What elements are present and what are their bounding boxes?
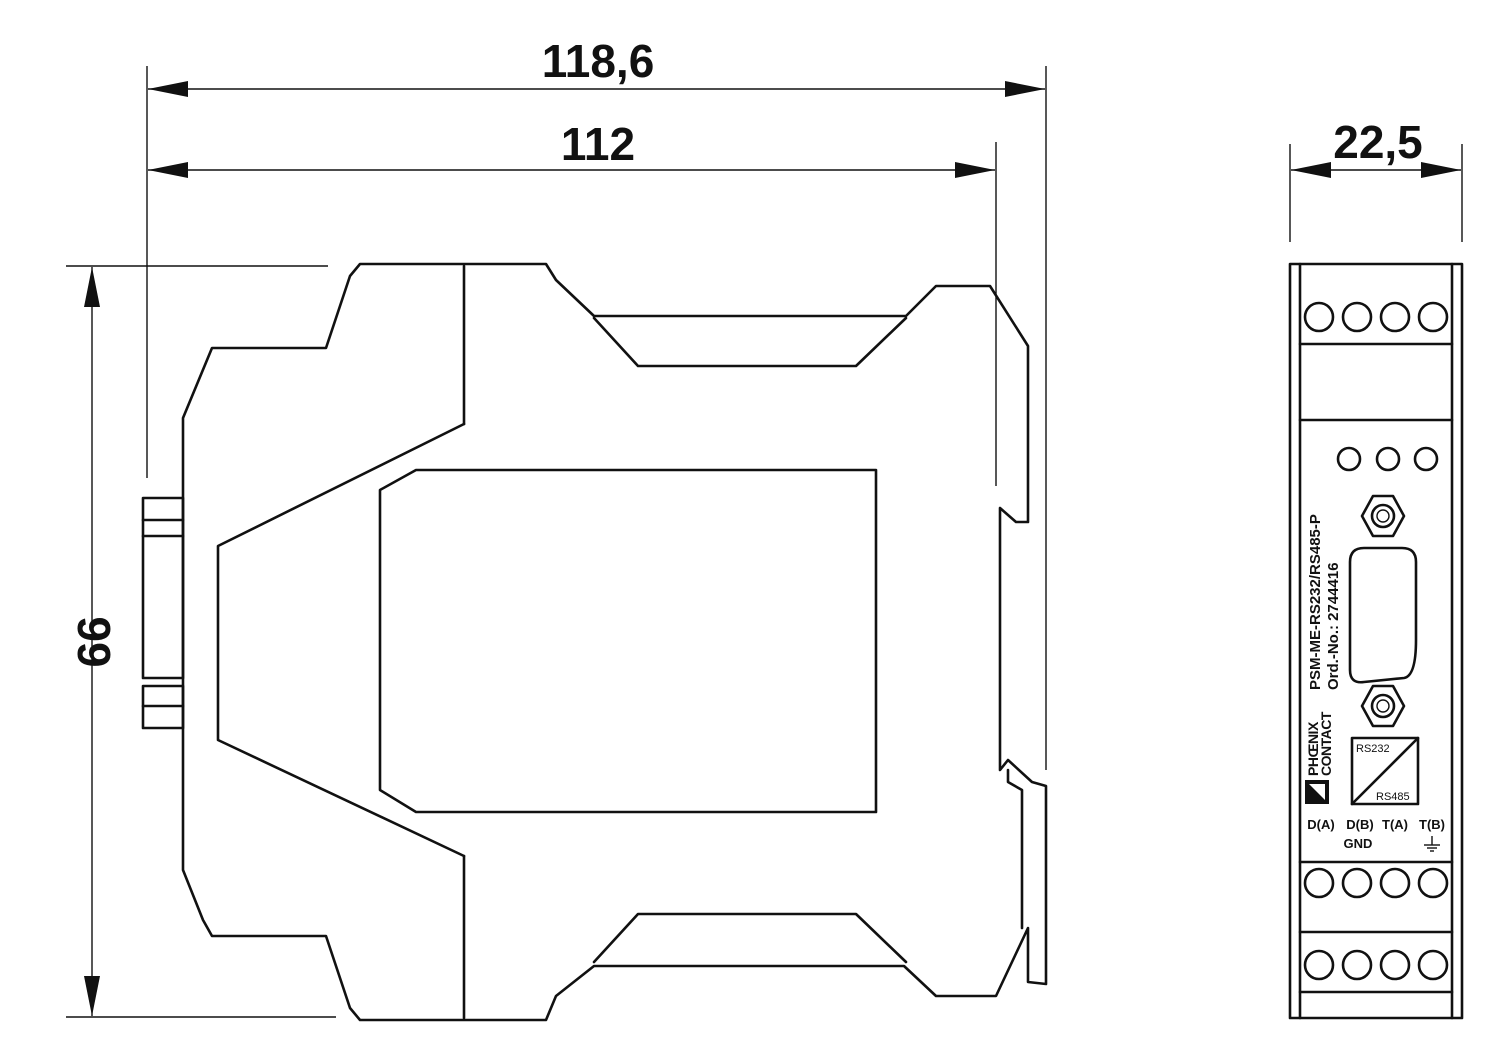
housing-outline bbox=[181, 262, 1048, 1022]
terminal-label-gnd: GND bbox=[1344, 836, 1373, 851]
svg-text:PHŒNIX: PHŒNIX bbox=[1305, 721, 1321, 776]
terminal-screw-icon bbox=[1341, 301, 1373, 333]
housing-chevron bbox=[216, 422, 466, 858]
badge-rs232: RS232 bbox=[1356, 743, 1390, 755]
rail-clip bbox=[1006, 768, 1024, 930]
recess-top bbox=[592, 316, 908, 368]
terminal-screw-icon bbox=[1379, 301, 1411, 333]
terminal-screw-icon bbox=[1303, 867, 1335, 899]
order-number: Ord.-No.: 2744416 bbox=[1325, 562, 1342, 690]
front-view: 22,5 PSM-ME-RS232/R bbox=[1288, 116, 1464, 1020]
dimension-width: 22,5 bbox=[1333, 116, 1423, 168]
terminal-screw-icon bbox=[1417, 949, 1449, 981]
terminal-screw-icon bbox=[1379, 867, 1411, 899]
terminal-screw-icon bbox=[1379, 949, 1411, 981]
side-view: 118,6 112 99 bbox=[66, 35, 1048, 1022]
terminal-label-tb: T(B) bbox=[1419, 817, 1445, 832]
model-name: PSM-ME-RS232/RS485-P bbox=[1307, 514, 1324, 690]
recess-bottom bbox=[592, 912, 908, 964]
terminal-screw-icon bbox=[1303, 301, 1335, 333]
ground-symbol-icon bbox=[1424, 836, 1440, 852]
led-icon bbox=[1375, 446, 1401, 472]
hex-screw-icon bbox=[1360, 494, 1406, 538]
terminal-screw-icon bbox=[1341, 867, 1373, 899]
dimension-rail-depth: 112 bbox=[561, 118, 635, 170]
led-icon bbox=[1413, 446, 1439, 472]
dimension-overall-depth: 118,6 bbox=[542, 35, 655, 87]
terminal-label-da: D(A) bbox=[1307, 817, 1334, 832]
badge-rs485: RS485 bbox=[1376, 791, 1410, 803]
label-panel bbox=[378, 468, 878, 814]
phoenix-logo-icon: PHŒNIX CONTACT bbox=[1305, 711, 1334, 804]
terminal-screw-icon bbox=[1341, 949, 1373, 981]
dimension-height: 99 bbox=[68, 616, 120, 667]
rear-connector bbox=[141, 496, 185, 680]
terminal-label-db: D(B) bbox=[1346, 817, 1373, 832]
terminal-screw-icon bbox=[1417, 301, 1449, 333]
front-housing bbox=[1288, 262, 1464, 1020]
terminal-screw-icon bbox=[1417, 867, 1449, 899]
terminal-screw-icon bbox=[1303, 949, 1335, 981]
led-icon bbox=[1336, 446, 1362, 472]
interface-badge: RS232 RS485 bbox=[1350, 736, 1420, 806]
hex-screw-icon bbox=[1360, 684, 1406, 728]
sub-d-connector-icon bbox=[1348, 546, 1418, 684]
svg-text:CONTACT: CONTACT bbox=[1318, 711, 1334, 776]
terminal-label-ta: T(A) bbox=[1382, 817, 1408, 832]
